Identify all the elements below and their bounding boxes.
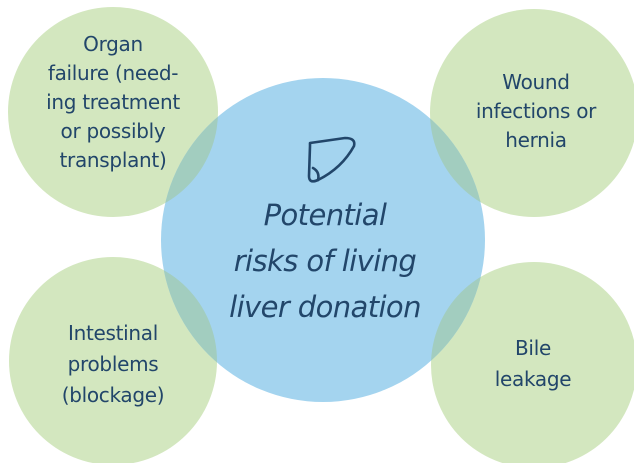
title-line: liver donation (229, 290, 421, 324)
risk-bile-leakage: Bile leakage (468, 333, 598, 395)
bile-leakage-circle (431, 262, 634, 463)
risk-line: problems (67, 352, 159, 376)
risk-intestinal-problems: Intestinal problems (blockage) (28, 318, 198, 411)
risk-organ-failure: Organ failure (need- ing treatment or po… (18, 30, 208, 175)
risk-line: infections or (475, 99, 597, 123)
risk-wound-infections: Wound infections or hernia (446, 68, 626, 155)
wound-infections-circle (430, 9, 634, 217)
title-line: Potential (263, 198, 387, 232)
risk-line: transplant) (59, 148, 167, 172)
risk-line: (blockage) (61, 383, 165, 407)
risk-line: or possibly (60, 119, 166, 143)
risk-line: Bile (515, 336, 551, 360)
risk-line: hernia (505, 128, 567, 152)
liver-icon (307, 136, 356, 183)
risk-line: failure (need- (47, 61, 179, 85)
risk-line: Organ (83, 32, 143, 56)
center-circle (161, 78, 485, 402)
title-line: risks of living (233, 244, 417, 278)
risk-line: ing treatment (46, 90, 180, 114)
center-title: Potential risks of living liver donation (190, 192, 460, 330)
organ-failure-circle (8, 7, 218, 217)
intestinal-problems-circle (9, 257, 217, 463)
risk-line: leakage (494, 367, 572, 391)
risk-line: Intestinal (67, 321, 159, 345)
risk-line: Wound (502, 70, 570, 94)
